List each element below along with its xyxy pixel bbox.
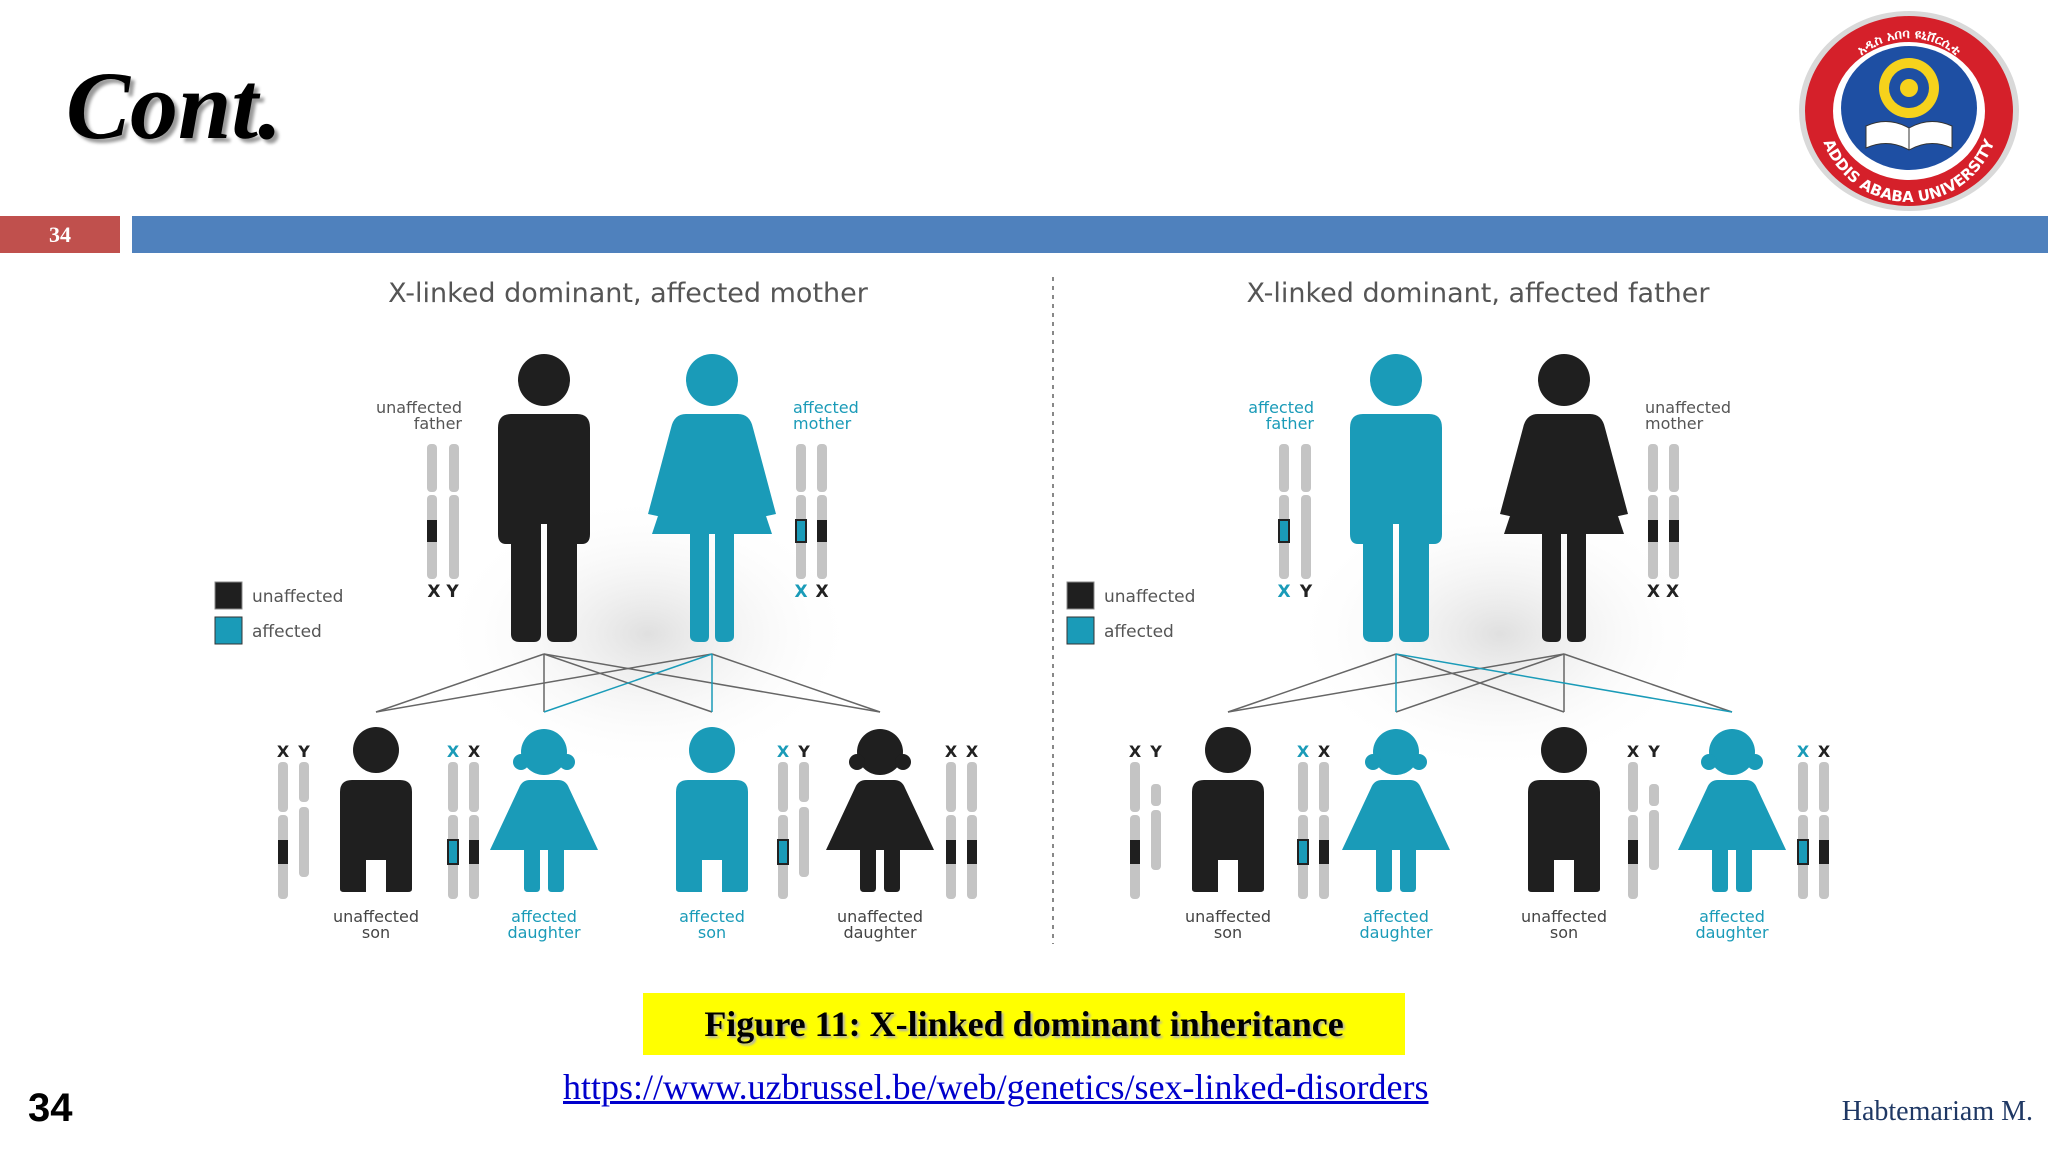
mother-label-line1: affected — [793, 398, 859, 417]
child1-chrom-x: X — [1129, 742, 1142, 761]
father-chrom-x: X — [1277, 582, 1290, 602]
legend-unaffected-swatch — [1066, 581, 1095, 610]
child1-label-line2: son — [1214, 923, 1242, 942]
child2-label-line1: affected — [1363, 907, 1429, 926]
child4-chrom-x1: X — [945, 742, 958, 761]
child-chromosomes-2 — [1297, 762, 1329, 899]
child4-label-line2: daughter — [1695, 923, 1769, 942]
child-chromosomes-1 — [278, 762, 309, 899]
legend-unaffected-label: unaffected — [252, 587, 343, 607]
legend-unaffected-label: unaffected — [1104, 587, 1195, 607]
child-unaffected-son — [340, 727, 412, 892]
right-panel-title: X-linked dominant, affected father — [1247, 278, 1711, 309]
figure-caption: Figure 11: X-linked dominant inheritance — [643, 993, 1405, 1055]
child2-chrom-x2: X — [468, 742, 481, 761]
legend-unaffected-swatch — [214, 581, 243, 610]
mother-chromosomes — [795, 444, 827, 579]
child4-chrom-x2: X — [966, 742, 979, 761]
legend-affected-swatch — [214, 616, 243, 645]
child3-chrom-x: X — [777, 742, 790, 761]
child4-chrom-x1: X — [1797, 742, 1810, 761]
university-logo: አዲስ አበባ ዩኒቨርሲቲ ADDIS ABABA UNIVERSITY — [1799, 11, 2019, 211]
right-panel: X-linked dominant, affected father affec… — [1066, 278, 1831, 942]
child4-label-line2: daughter — [843, 923, 917, 942]
child2-chrom-x1: X — [1297, 742, 1310, 761]
child1-chrom-x: X — [277, 742, 290, 761]
father-chrom-label: X Y — [427, 582, 459, 602]
mother-label-line2: mother — [793, 414, 852, 433]
father-chrom-y: Y — [1299, 582, 1313, 602]
legend-affected-label: affected — [1104, 622, 1174, 642]
child-unaffected-son — [1192, 727, 1264, 892]
mother-label-line1: unaffected — [1645, 398, 1731, 417]
child2-label-line1: affected — [511, 907, 577, 926]
father-label-line1: affected — [1248, 398, 1314, 417]
legend-affected-label: affected — [252, 622, 322, 642]
child2-chrom-x1: X — [447, 742, 460, 761]
child1-label-line2: son — [362, 923, 390, 942]
child1-label-line1: unaffected — [1185, 907, 1271, 926]
child-chromosomes-4 — [946, 762, 977, 899]
child4-chrom-x2: X — [1818, 742, 1831, 761]
child2-label-line2: daughter — [507, 923, 581, 942]
inheritance-figure: X-linked dominant, affected mother unaff… — [214, 277, 1831, 944]
child-chromosomes-3 — [1628, 762, 1659, 899]
father-label-line2: father — [414, 414, 463, 433]
father-chromosomes — [1278, 444, 1311, 579]
child3-label-line2: son — [698, 923, 726, 942]
child3-chrom-y: Y — [1647, 742, 1660, 761]
child4-label-line1: unaffected — [837, 907, 923, 926]
child3-label-line1: unaffected — [1521, 907, 1607, 926]
child3-label-line2: son — [1550, 923, 1578, 942]
child-chromosomes-3 — [777, 762, 809, 899]
child3-chrom-x: X — [1627, 742, 1640, 761]
author-name: Habtemariam M. — [1841, 1096, 2033, 1127]
child3-label-line1: affected — [679, 907, 745, 926]
mother-chrom-x1: X — [794, 582, 807, 602]
child-affected-daughter-2 — [1678, 729, 1786, 892]
mother-chrom-x2: X — [815, 582, 828, 602]
mother-chrom-label: X X — [1647, 582, 1679, 602]
source-link[interactable]: https://www.uzbrussel.be/web/genetics/se… — [563, 1067, 1429, 1107]
child1-chrom-y: Y — [297, 742, 310, 761]
child-chromosomes-2 — [447, 762, 479, 899]
child2-label-line2: daughter — [1359, 923, 1433, 942]
mother-chromosomes — [1648, 444, 1679, 579]
legend-affected-swatch — [1066, 616, 1095, 645]
slide-title: Cont. — [66, 52, 283, 159]
left-panel: X-linked dominant, affected mother unaff… — [214, 278, 979, 942]
page-number: 34 — [28, 1086, 73, 1130]
child3-chrom-y: Y — [797, 742, 810, 761]
father-label-line2: father — [1266, 414, 1315, 433]
father-label-line1: unaffected — [376, 398, 462, 417]
father-chromosomes — [427, 444, 459, 579]
header-bar — [132, 216, 2048, 253]
child-chromosomes-1 — [1130, 762, 1161, 899]
child1-label-line1: unaffected — [333, 907, 419, 926]
slide-number-badge: 34 — [0, 216, 120, 253]
left-panel-title: X-linked dominant, affected mother — [388, 278, 869, 309]
child2-chrom-x2: X — [1318, 742, 1331, 761]
child-chromosomes-4 — [1797, 762, 1829, 899]
mother-label-line2: mother — [1645, 414, 1704, 433]
child-unaffected-daughter — [826, 729, 934, 892]
child4-label-line1: affected — [1699, 907, 1765, 926]
child1-chrom-y: Y — [1149, 742, 1162, 761]
